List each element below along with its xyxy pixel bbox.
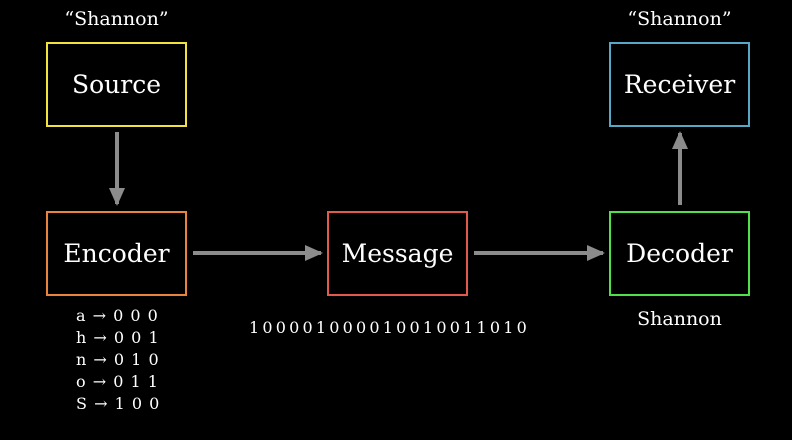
receiver-label: Receiver (623, 70, 736, 99)
encoded-message: 100001000010010011010 (249, 318, 530, 337)
decoder-label: Decoder (626, 239, 733, 268)
message-node: Message (327, 211, 468, 296)
message-label: Message (341, 239, 454, 268)
decoder-caption: Shannon (637, 308, 722, 330)
code-row: S → 1 0 0 (76, 394, 161, 413)
decoder-node: Decoder (609, 211, 750, 296)
code-row: o → 0 1 1 (76, 372, 159, 391)
encoder-label: Encoder (63, 239, 170, 268)
source-node: Source (46, 42, 187, 127)
receiver-caption: “Shannon” (627, 8, 732, 30)
source-label: Source (71, 70, 162, 99)
code-row: n → 0 1 0 (76, 350, 160, 369)
receiver-node: Receiver (609, 42, 750, 127)
code-row: h → 0 0 1 (76, 328, 160, 347)
encoder-node: Encoder (46, 211, 187, 296)
source-caption: “Shannon” (64, 8, 169, 30)
code-row: a → 0 0 0 (76, 306, 159, 325)
code-table: a → 0 0 0 h → 0 0 1 n → 0 1 0 o → 0 1 1 … (76, 305, 160, 415)
